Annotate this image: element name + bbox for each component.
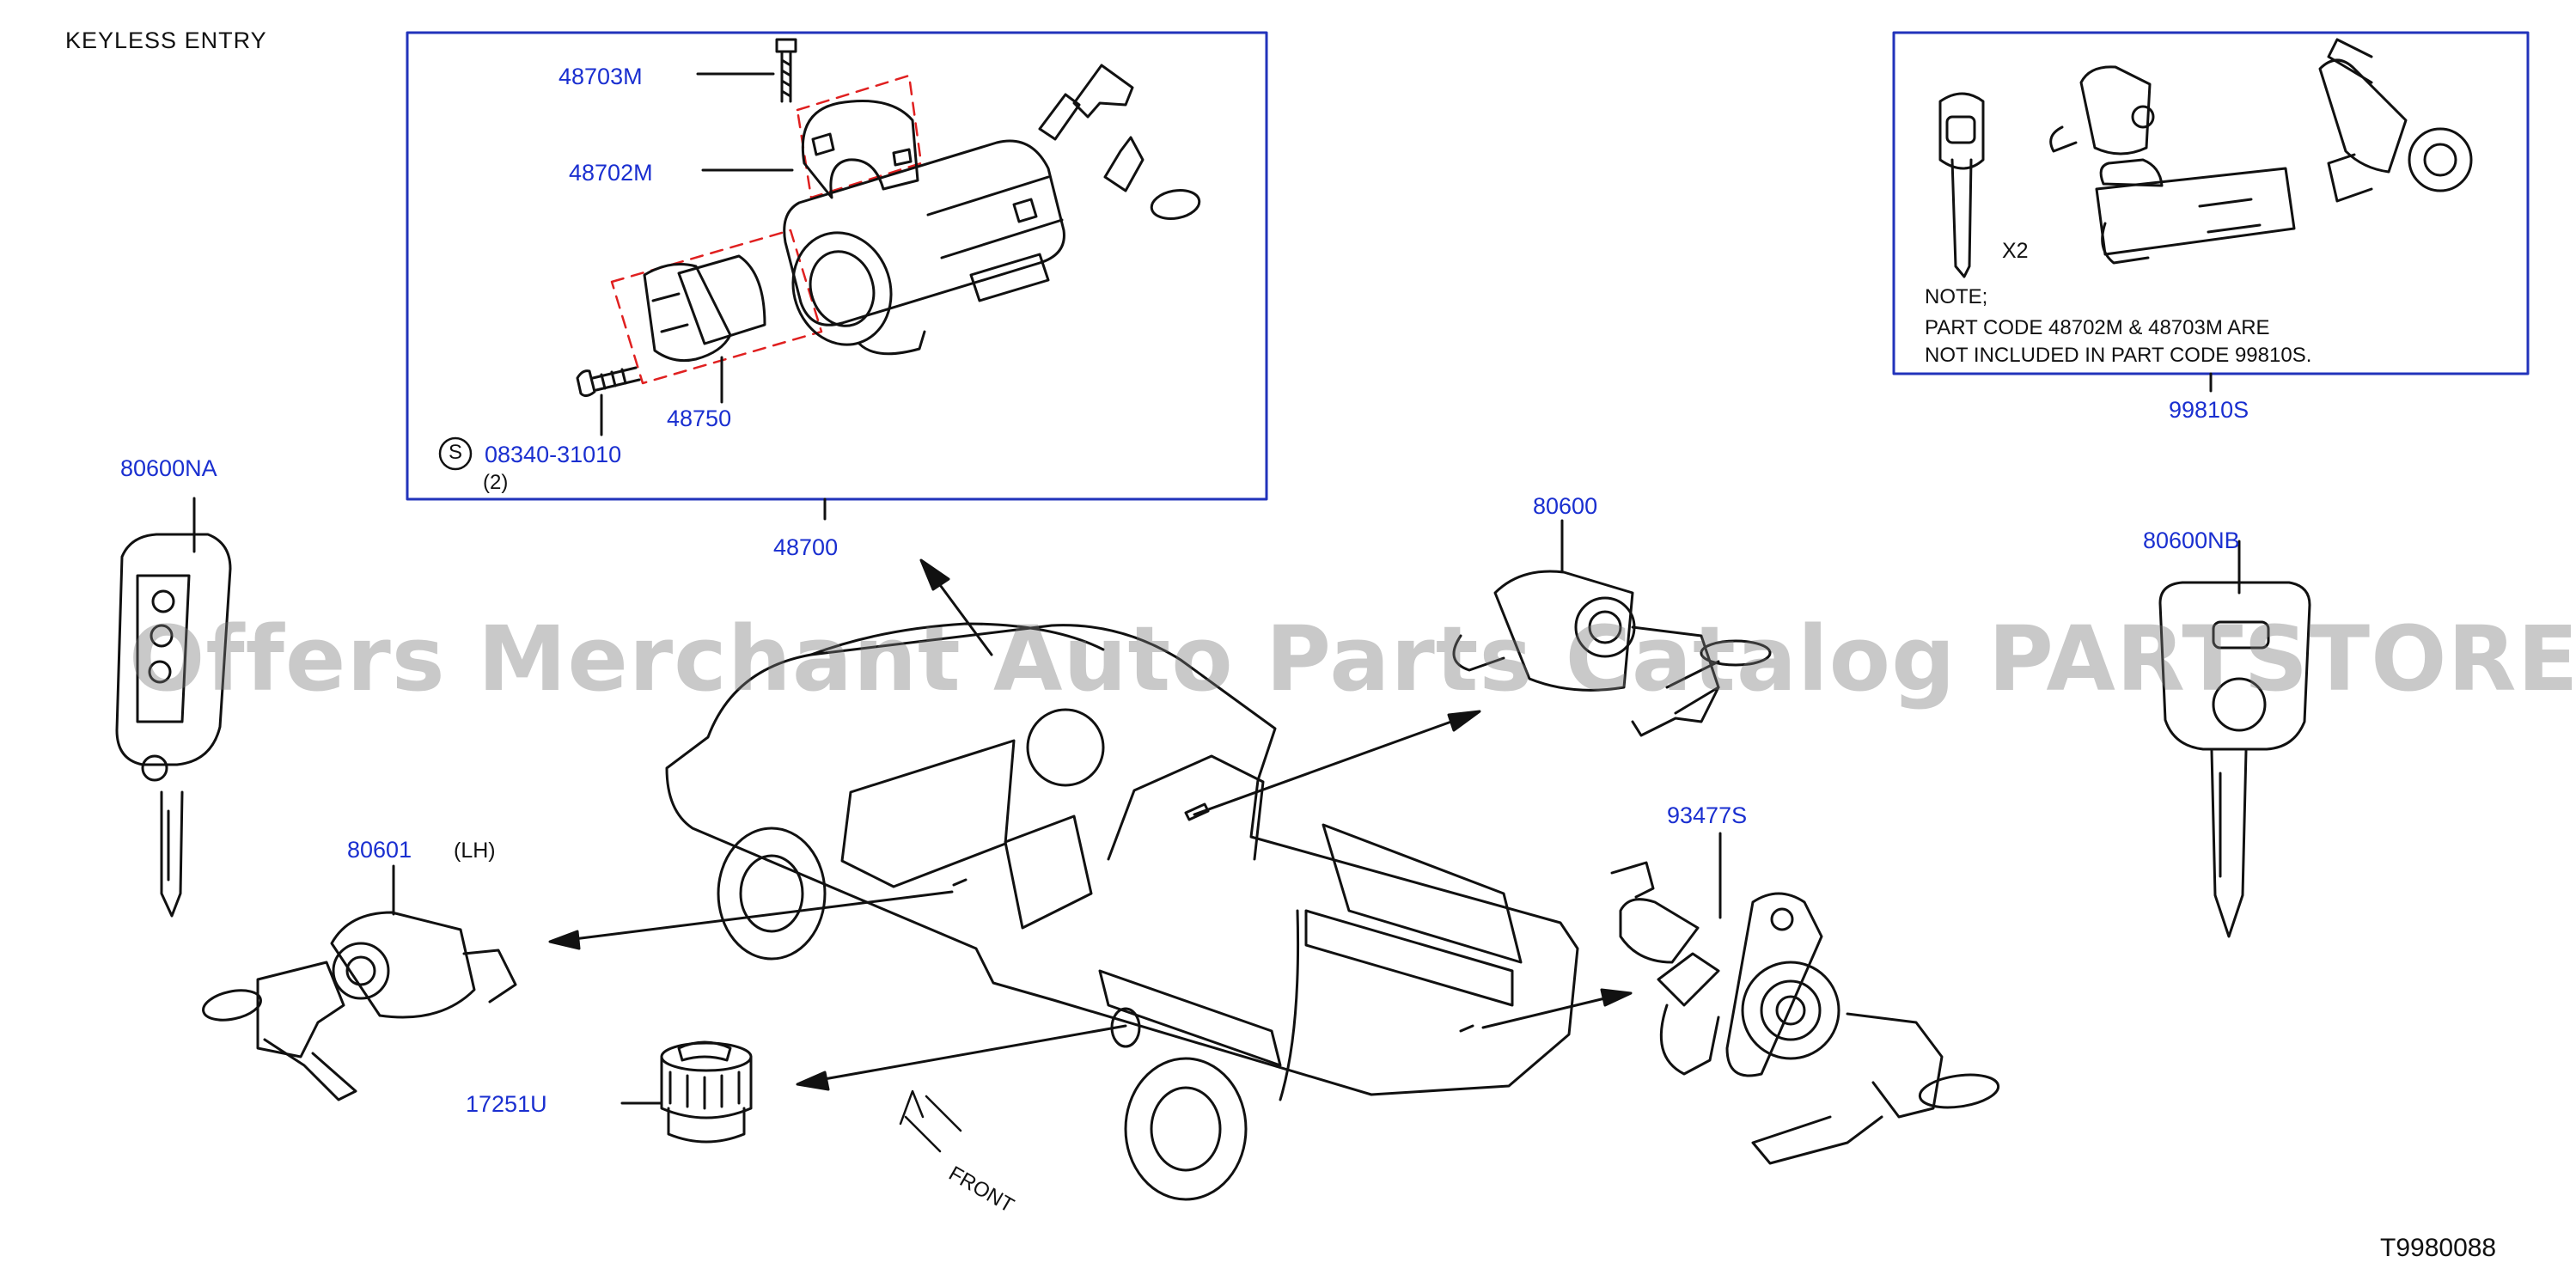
side-label-lh: (LH) (454, 839, 496, 863)
note-line-2: NOT INCLUDED IN PART CODE 99810S. (1925, 344, 2312, 367)
lock-set-drawing (1938, 38, 2473, 278)
fuel-cap-drawing (660, 1040, 753, 1144)
tailgate-lock-drawing (1610, 861, 2000, 1165)
part-label-80600[interactable]: 80600 (1533, 493, 1598, 519)
part-label-80600NA[interactable]: 80600NA (120, 455, 217, 481)
lh-door-cylinder-drawing (202, 911, 517, 1101)
ignition-lock-drawing (576, 38, 1201, 398)
watermark-text: Offers Merchant Auto Parts Catalog PARTS… (129, 607, 2576, 711)
front-direction-arrow (899, 1089, 962, 1153)
pickup-truck-drawing (665, 622, 1579, 1201)
pointer-arrows (548, 558, 1633, 1091)
note-heading: NOTE; (1925, 285, 1988, 308)
blank-key-drawing (2158, 581, 2311, 938)
diagram-code: T9980088 (2380, 1234, 2497, 1262)
screw-symbol-circle (438, 436, 473, 471)
part-label-17251U[interactable]: 17251U (466, 1091, 547, 1117)
page-title: KEYLESS ENTRY (65, 27, 267, 53)
screw-symbol-letter: S (449, 441, 463, 464)
part-label-80600NB[interactable]: 80600NB (2143, 528, 2240, 553)
part-label-08340-31010[interactable]: 08340-31010 (485, 442, 622, 467)
part-label-48700[interactable]: 48700 (773, 534, 839, 560)
part-label-48703M[interactable]: 48703M (559, 64, 643, 89)
ignition-assembly-box (406, 31, 1268, 501)
note-line-1: PART CODE 48702M & 48703M ARE (1925, 316, 2270, 339)
key-quantity: X2 (2002, 239, 2029, 263)
part-label-48702M[interactable]: 48702M (569, 160, 653, 186)
remote-key-drawing (115, 533, 232, 918)
part-label-80601[interactable]: 80601 (347, 837, 412, 863)
quantity-08340: (2) (483, 471, 509, 494)
part-label-93477S[interactable]: 93477S (1667, 802, 1748, 828)
rh-door-cylinder-drawing (1452, 570, 1772, 737)
part-label-99810S[interactable]: 99810S (2169, 397, 2249, 423)
part-label-48750[interactable]: 48750 (667, 406, 732, 431)
